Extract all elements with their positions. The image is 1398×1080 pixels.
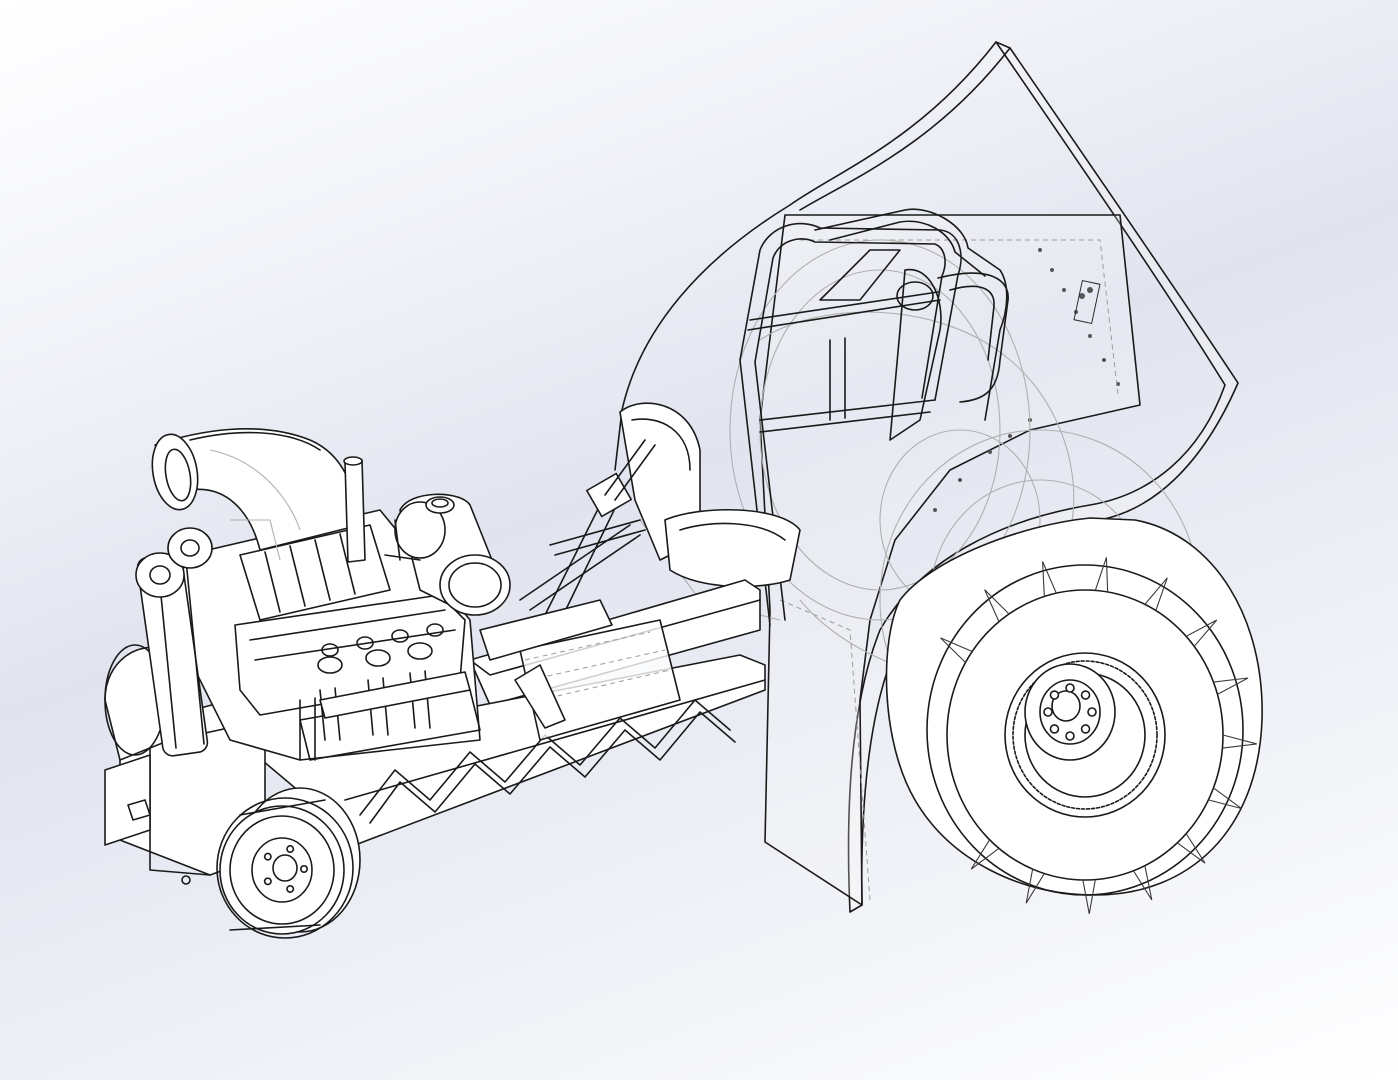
tread-lug: [1042, 561, 1057, 597]
tread-lug: [1213, 677, 1249, 695]
supercharger-belt[interactable]: [135, 527, 213, 757]
hub-bolt: [286, 845, 295, 854]
tread-lug: [1132, 865, 1153, 901]
hub-bolt: [286, 884, 295, 893]
fuel-tank[interactable]: [384, 493, 511, 616]
hub-bolt: [1043, 707, 1053, 717]
hub-bolt: [1087, 707, 1097, 717]
hub-bolt: [1080, 690, 1091, 700]
tread-lug: [1185, 619, 1218, 647]
fender[interactable]: [614, 41, 1239, 913]
rear-hub-bolts: [1043, 683, 1097, 741]
tread-lug: [984, 589, 1010, 622]
tread-lug: [1094, 557, 1109, 592]
hub-bolt: [299, 864, 308, 873]
seat[interactable]: [619, 402, 801, 588]
hub-bolt: [1065, 731, 1075, 741]
steering-column[interactable]: [539, 439, 656, 633]
tread-lug: [940, 637, 973, 663]
roll-cage[interactable]: [739, 208, 1009, 626]
hub-bolt: [1065, 683, 1075, 693]
hub-bolt: [1080, 724, 1091, 734]
rear-wheel[interactable]: [885, 517, 1263, 915]
tread-lug: [970, 839, 1000, 870]
hub-bolt: [263, 877, 272, 886]
tread-lug: [1222, 734, 1257, 749]
fender-rivets: [933, 248, 1120, 512]
tread-lug: [1176, 833, 1206, 864]
hub-bolt: [1049, 690, 1060, 700]
tread-lug: [1144, 577, 1168, 611]
air-scoop[interactable]: [147, 428, 366, 563]
tread-lug: [1208, 787, 1243, 810]
exhaust-headers[interactable]: [299, 642, 471, 761]
tread-lug: [1082, 879, 1096, 915]
chassis-frame[interactable]: [249, 519, 766, 846]
front-hub-bolts: [263, 845, 308, 893]
rear-tire-treads: [940, 557, 1257, 915]
front-wheel[interactable]: [216, 787, 361, 939]
hub-bolt: [1049, 724, 1060, 734]
tread-lug: [1025, 869, 1045, 904]
hub-bolt: [263, 852, 272, 861]
rear-hub[interactable]: [1004, 652, 1166, 818]
